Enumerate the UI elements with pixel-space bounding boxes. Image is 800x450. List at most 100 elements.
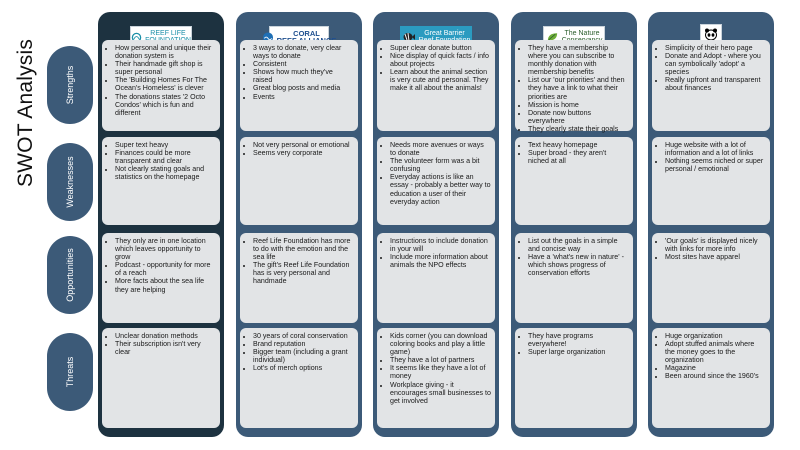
bullet-item: How personal and unique their donation s… bbox=[115, 44, 216, 60]
coral-reef-alliance-icon bbox=[262, 31, 274, 43]
swot-cell-threats: 30 years of coral conservationBrand repu… bbox=[240, 328, 358, 428]
bullet-list: They have a membership where you can sub… bbox=[519, 44, 629, 133]
bullet-list: 'Our goals' is displayed nicely with lin… bbox=[656, 237, 766, 261]
bullet-item: Seems very corporate bbox=[253, 149, 354, 157]
bullet-item: The gift's Reef Life Foundation has is v… bbox=[253, 261, 354, 285]
swot-cell-threats: Kids corner (you can download coloring b… bbox=[377, 328, 495, 428]
swot-cell-opportunities: 'Our goals' is displayed nicely with lin… bbox=[652, 233, 770, 323]
bullet-item: 'Our goals' is displayed nicely with lin… bbox=[665, 237, 766, 253]
bullet-item: Kids corner (you can download coloring b… bbox=[390, 332, 491, 356]
swot-cell-opportunities: Instructions to include donation in your… bbox=[377, 233, 495, 323]
bullet-list: Super clear donate buttonNice display of… bbox=[381, 44, 491, 93]
swot-cell-strengths: 3 ways to donate, very clear ways to don… bbox=[240, 40, 358, 131]
bullet-list: Simplicity of their hero pageDonate and … bbox=[656, 44, 766, 93]
bullet-list: Instructions to include donation in your… bbox=[381, 237, 491, 269]
bullet-item: Their handmade gift shop is super person… bbox=[115, 60, 216, 76]
bullet-item: 3 ways to donate, very clear ways to don… bbox=[253, 44, 354, 60]
row-label-text: Strengths bbox=[65, 65, 75, 105]
bullet-item: The 'Building Homes For The Ocean's Home… bbox=[115, 76, 216, 92]
bullet-item: 30 years of coral conservation bbox=[253, 332, 354, 340]
bullet-item: Most sites have apparel bbox=[665, 253, 766, 261]
swot-cell-opportunities: Reef Life Foundation has more to do with… bbox=[240, 233, 358, 323]
bullet-item: Events bbox=[253, 93, 354, 101]
bullet-item: Bigger team (including a grant individua… bbox=[253, 348, 354, 364]
bullet-item: They clearly state their goals bbox=[528, 125, 629, 133]
bullet-item: Consistent bbox=[253, 60, 354, 68]
bullet-list: Reef Life Foundation has more to do with… bbox=[244, 237, 354, 286]
row-label-strengths: Strengths bbox=[47, 46, 93, 124]
swot-cell-strengths: They have a membership where you can sub… bbox=[515, 40, 633, 133]
bullet-item: Super clear donate button bbox=[390, 44, 491, 52]
bullet-item: Lot's of merch options bbox=[253, 364, 354, 372]
bullet-item: Magazine bbox=[665, 364, 766, 372]
bullet-item: Nothing seems niched or super personal /… bbox=[665, 157, 766, 173]
bullet-item: The volunteer form was a bit confusing bbox=[390, 157, 491, 173]
bullet-item: Simplicity of their hero page bbox=[665, 44, 766, 52]
bullet-item: Unclear donation methods bbox=[115, 332, 216, 340]
bullet-list: Text heavy homepageSuper broad - they ar… bbox=[519, 141, 629, 165]
bullet-item: Podcast - opportunity for more of a reac… bbox=[115, 261, 216, 277]
bullet-item: Not very personal or emotional bbox=[253, 141, 354, 149]
bullet-item: Needs more avenues or ways to donate bbox=[390, 141, 491, 157]
bullet-item: They have programs everywhere! bbox=[528, 332, 629, 348]
swot-cell-weaknesses: Text heavy homepageSuper broad - they ar… bbox=[515, 137, 633, 225]
bullet-item: Text heavy homepage bbox=[528, 141, 629, 149]
bullet-item: Really upfront and transparent about fin… bbox=[665, 76, 766, 92]
bullet-list: Huge organizationAdopt stuffed animals w… bbox=[656, 332, 766, 381]
org-column: Great Barrier Reef FoundationSuper clear… bbox=[373, 12, 499, 437]
bullet-item: They have a membership where you can sub… bbox=[528, 44, 629, 76]
bullet-list: 30 years of coral conservationBrand repu… bbox=[244, 332, 354, 372]
bullet-item: The donations states '2 Octo Condos' whi… bbox=[115, 93, 216, 117]
bullet-list: Needs more avenues or ways to donateThe … bbox=[381, 141, 491, 206]
bullet-item: Super broad - they aren't niched at all bbox=[528, 149, 629, 165]
bullet-item: Super text heavy bbox=[115, 141, 216, 149]
bullet-list: List out the goals in a simple and conci… bbox=[519, 237, 629, 277]
bullet-item: Been around since the 1960's bbox=[665, 372, 766, 380]
swot-cell-opportunities: They only are in one location which leav… bbox=[102, 233, 220, 323]
swot-cell-threats: Unclear donation methodsTheir subscripti… bbox=[102, 328, 220, 428]
swot-cell-weaknesses: Super text heavyFinances could be more t… bbox=[102, 137, 220, 225]
bullet-item: They only are in one location which leav… bbox=[115, 237, 216, 261]
swot-cell-weaknesses: Huge website with a lot of information a… bbox=[652, 137, 770, 225]
bullet-list: Huge website with a lot of information a… bbox=[656, 141, 766, 173]
bullet-item: Adopt stuffed animals where the money go… bbox=[665, 340, 766, 364]
bullet-item: Huge website with a lot of information a… bbox=[665, 141, 766, 157]
bullet-item: More facts about the sea life they are h… bbox=[115, 277, 216, 293]
org-column: The Nature ConservancyThey have a member… bbox=[511, 12, 637, 437]
page-title: SWOT Analysis bbox=[6, 28, 46, 198]
bullet-item: Everyday actions is like an essay - prob… bbox=[390, 173, 491, 205]
row-label-text: Weaknesses bbox=[65, 156, 75, 208]
bullet-item: Reef Life Foundation has more to do with… bbox=[253, 237, 354, 261]
bullet-item: Huge organization bbox=[665, 332, 766, 340]
bullet-item: Learn about the animal section is very c… bbox=[390, 68, 491, 92]
page-title-text: SWOT Analysis bbox=[14, 38, 37, 188]
swot-cell-threats: Huge organizationAdopt stuffed animals w… bbox=[652, 328, 770, 428]
row-label-threats: Threats bbox=[47, 333, 93, 411]
swot-cell-strengths: Simplicity of their hero pageDonate and … bbox=[652, 40, 770, 131]
bullet-item: Nice display of quick facts / info about… bbox=[390, 52, 491, 68]
bullet-item: Instructions to include donation in your… bbox=[390, 237, 491, 253]
swot-cell-strengths: How personal and unique their donation s… bbox=[102, 40, 220, 131]
bullet-item: Have a 'what's new in nature' - which sh… bbox=[528, 253, 629, 277]
bullet-list: Not very personal or emotionalSeems very… bbox=[244, 141, 354, 157]
bullet-list: Super text heavyFinances could be more t… bbox=[106, 141, 216, 181]
swot-cell-weaknesses: Needs more avenues or ways to donateThe … bbox=[377, 137, 495, 225]
row-label-text: Threats bbox=[65, 356, 75, 388]
bullet-item: It seems like they have a lot of money bbox=[390, 364, 491, 380]
bullet-item: Shows how much they've raised bbox=[253, 68, 354, 84]
org-column: Simplicity of their hero pageDonate and … bbox=[648, 12, 774, 437]
bullet-list: They have programs everywhere!Super larg… bbox=[519, 332, 629, 356]
bullet-list: Kids corner (you can download coloring b… bbox=[381, 332, 491, 405]
bullet-item: List our 'our priorities' and then they … bbox=[528, 76, 629, 100]
bullet-list: 3 ways to donate, very clear ways to don… bbox=[244, 44, 354, 101]
bullet-item: Brand reputation bbox=[253, 340, 354, 348]
swot-cell-threats: They have programs everywhere!Super larg… bbox=[515, 328, 633, 428]
bullet-item: They have a lot of partners bbox=[390, 356, 491, 364]
bullet-item: Mission is home bbox=[528, 101, 629, 109]
swot-cell-opportunities: List out the goals in a simple and conci… bbox=[515, 233, 633, 323]
bullet-item: Include more information about animals t… bbox=[390, 253, 491, 269]
bullet-list: How personal and unique their donation s… bbox=[106, 44, 216, 117]
row-label-text: Opportunities bbox=[65, 248, 75, 302]
bullet-item: Workplace giving - it encourages small b… bbox=[390, 381, 491, 405]
org-column: CORAL REEF ALLIANCE3 ways to donate, ver… bbox=[236, 12, 362, 437]
